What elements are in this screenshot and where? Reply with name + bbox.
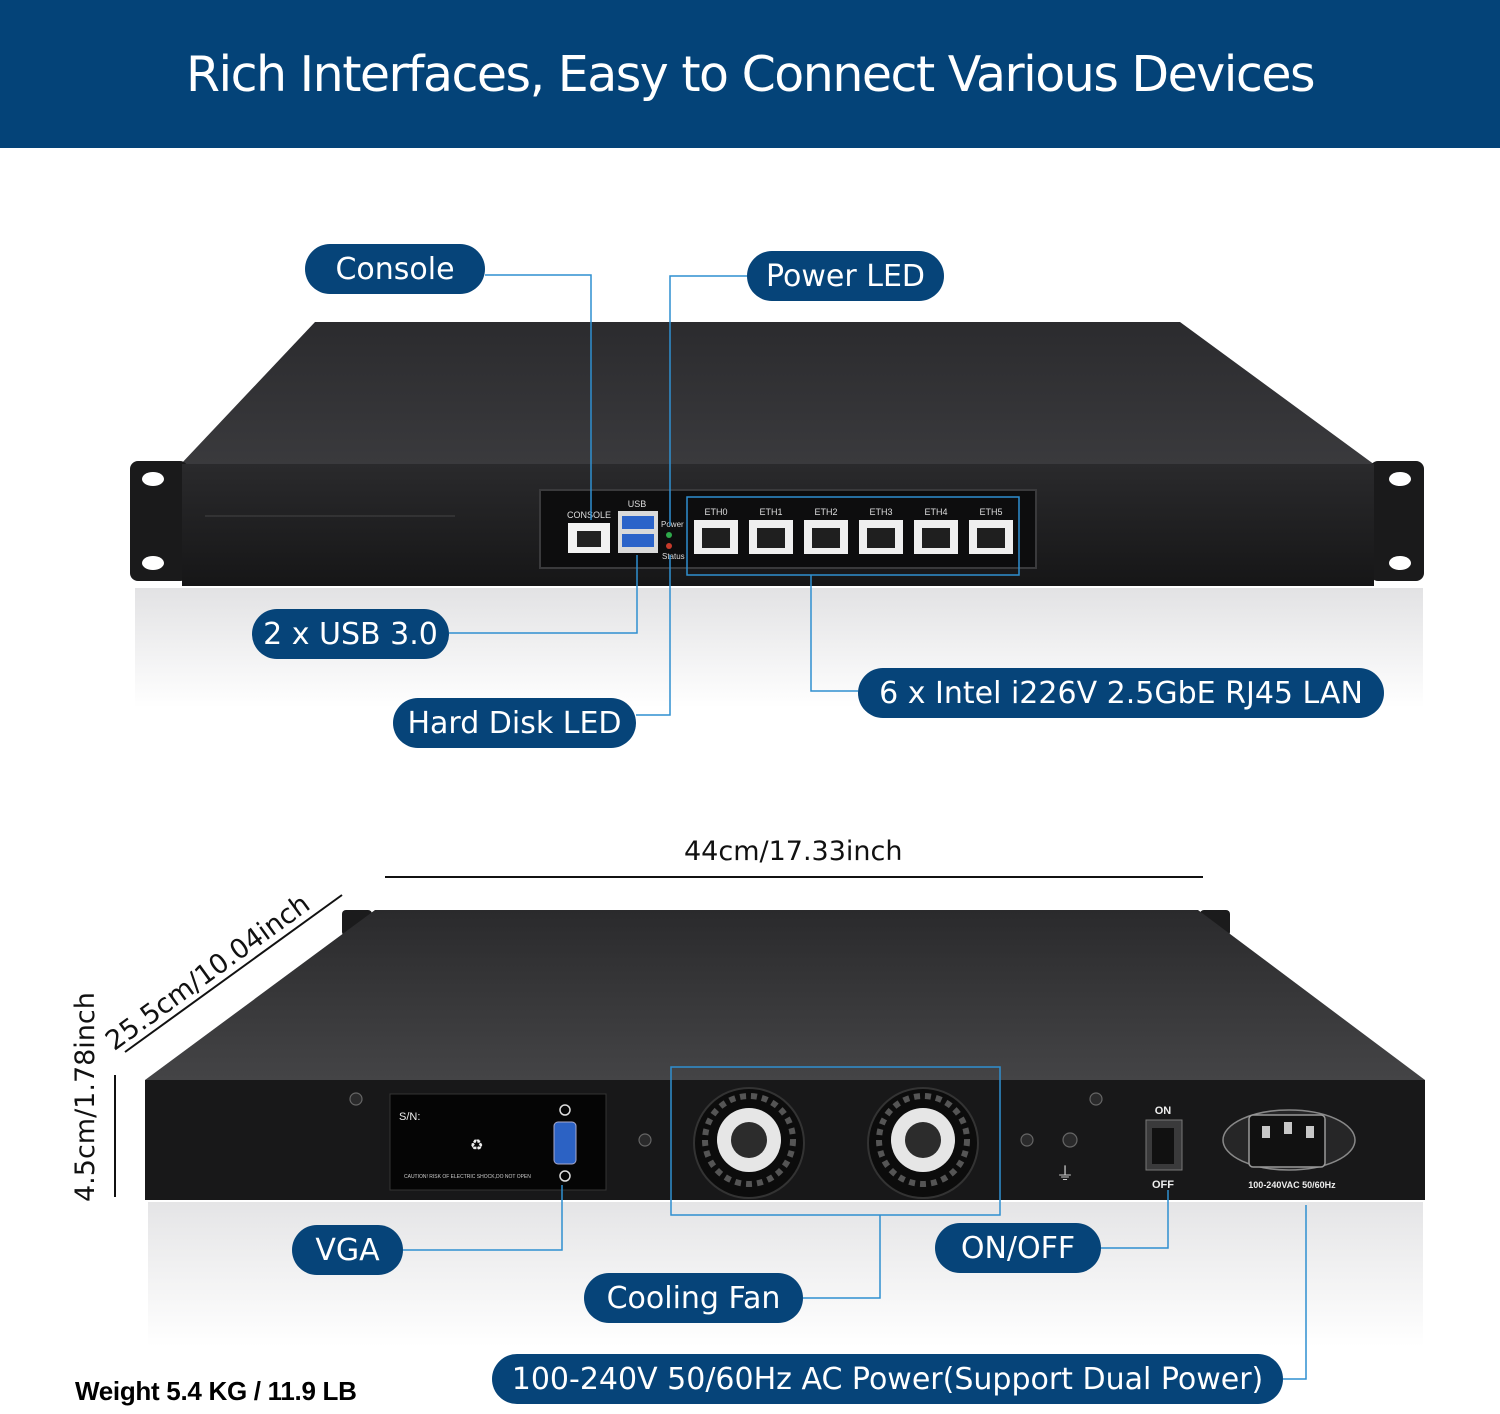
- page-title: Rich Interfaces, Easy to Connect Various…: [185, 45, 1316, 103]
- console-port: [568, 523, 610, 553]
- lan-port-eth5: [969, 520, 1013, 554]
- dimension-lines: [114, 876, 1203, 1197]
- front-chassis: [130, 322, 1424, 708]
- rack-ear-left: [130, 461, 188, 581]
- lan-port-label: ETH3: [869, 507, 892, 517]
- lan-port-label: ETH4: [924, 507, 947, 517]
- ground-icon: ⏚: [1056, 1164, 1074, 1184]
- hdd-led-callout: Hard Disk LED: [393, 698, 636, 748]
- fan-highlight-box: [670, 1066, 1001, 1216]
- lan-port-label: ETH2: [814, 507, 837, 517]
- power-led-callout: Power LED: [747, 251, 944, 301]
- lan-port-eth4: [914, 520, 958, 554]
- cooling-fan-right: [867, 1087, 979, 1199]
- lan-port-eth2: [804, 520, 848, 554]
- status-led-label: Status: [662, 552, 685, 561]
- caution-text: CAUTION! RISK OF ELECTRIC SHOCK,DO NOT O…: [404, 1174, 531, 1180]
- ac-power-inlet: [1222, 1109, 1356, 1171]
- serial-number-label: S/N:: [399, 1111, 420, 1123]
- switch-off-label: OFF: [1152, 1179, 1174, 1191]
- width-dimension: 44cm/17.33inch: [684, 836, 903, 867]
- lan-highlight-box: [686, 496, 1020, 576]
- weight-spec: Weight 5.4 KG / 11.9 LB: [75, 1376, 357, 1406]
- power-led-label: Power: [661, 520, 684, 529]
- lan-port-label: ETH5: [979, 507, 1002, 517]
- recycle-icon: ♻: [470, 1137, 483, 1154]
- rack-ear-right: [1370, 461, 1424, 581]
- header-banner: Rich Interfaces, Easy to Connect Various…: [0, 0, 1500, 148]
- lan-port-label: ETH1: [759, 507, 782, 517]
- vga-port: [553, 1104, 577, 1182]
- cooling-fan-callout: Cooling Fan: [584, 1273, 803, 1323]
- rear-screws: [349, 1092, 1103, 1148]
- cooling-fan-left: [693, 1087, 805, 1199]
- console-port-label: CONSOLE: [567, 510, 611, 520]
- lan-port-eth1: [749, 520, 793, 554]
- usb-ports: [618, 511, 658, 553]
- height-dimension: 4.5cm/1.78inch: [70, 992, 101, 1202]
- status-led: [666, 543, 672, 549]
- power-led: [666, 532, 672, 538]
- power-rating-label: 100-240VAC 50/60Hz: [1248, 1180, 1336, 1190]
- lan-port-eth3: [859, 520, 903, 554]
- power-switch: [1145, 1119, 1183, 1171]
- switch-on-label: ON: [1155, 1105, 1172, 1117]
- lan-ports: ETH0 ETH1 ETH2 ETH3 ETH4 ETH5: [694, 507, 1013, 554]
- ac-power-callout: 100-240V 50/60Hz AC Power(Support Dual P…: [492, 1354, 1283, 1404]
- rear-callout-lines: [403, 1185, 1307, 1380]
- on-off-callout: ON/OFF: [935, 1223, 1101, 1273]
- front-callout-lines: [449, 274, 858, 716]
- lan-port-label: ETH0: [704, 507, 727, 517]
- vga-callout: VGA: [292, 1225, 403, 1275]
- console-callout: Console: [305, 244, 485, 294]
- lan-port-eth0: [694, 520, 738, 554]
- usb-port-label: USB: [628, 499, 647, 509]
- lan-callout: 6 x Intel i226V 2.5GbE RJ45 LAN: [858, 668, 1384, 718]
- usb-callout: 2 x USB 3.0: [252, 609, 449, 659]
